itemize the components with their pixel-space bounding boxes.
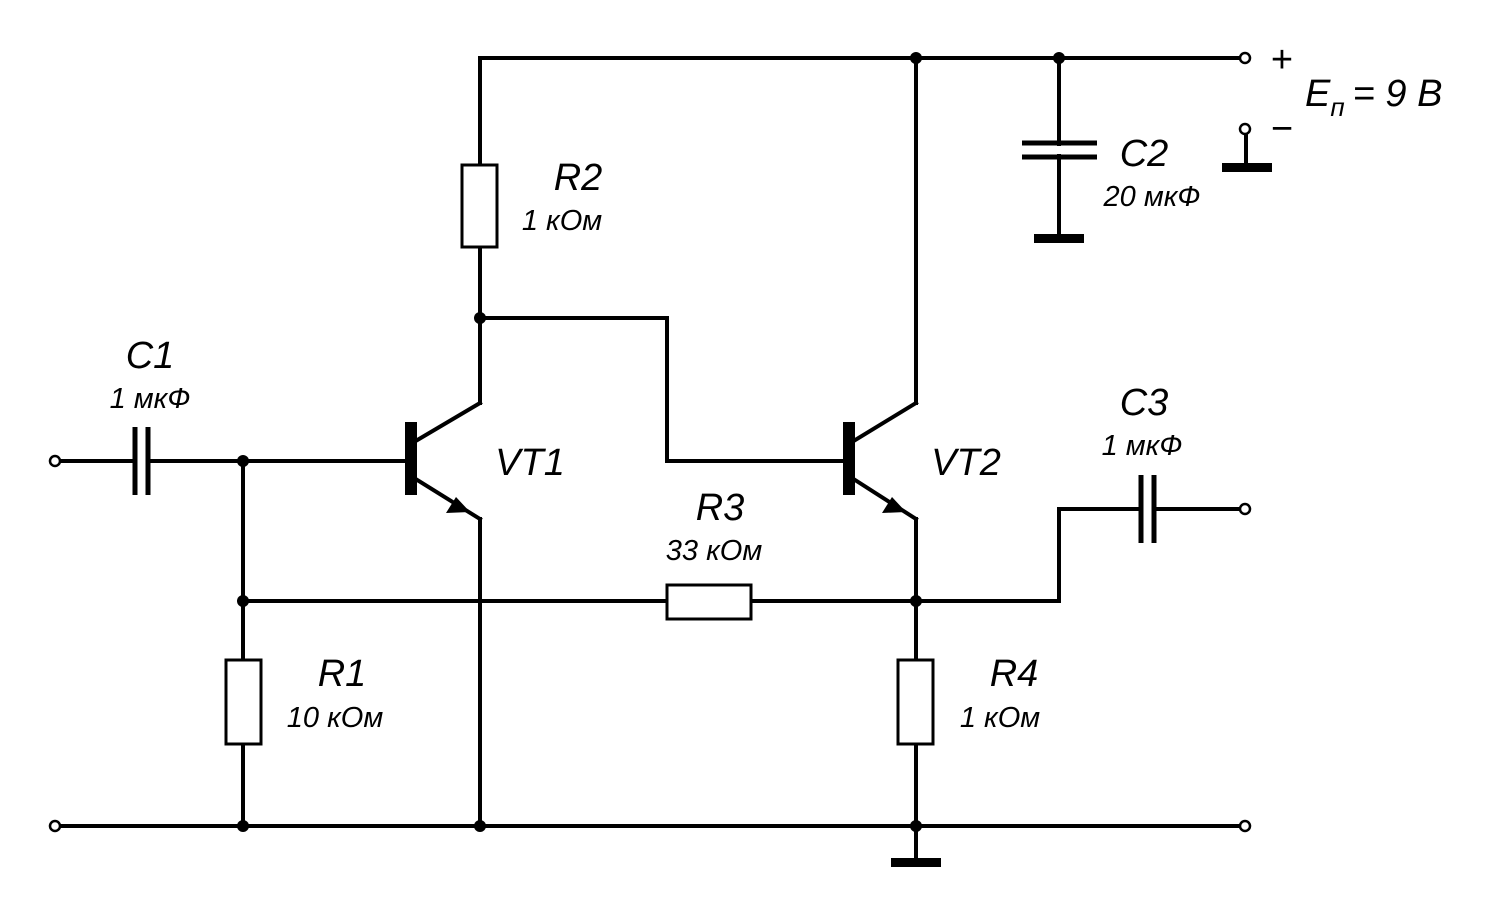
label-r2-name: R2 <box>554 157 603 199</box>
supply-subscript: п <box>1330 92 1344 122</box>
label-r4-name: R4 <box>990 653 1039 695</box>
label-vt2-name: VT2 <box>931 442 1001 484</box>
ground-symbol-supply <box>1222 163 1272 172</box>
vt1-collector-lead <box>411 400 483 445</box>
vt2-base-bar <box>843 422 855 495</box>
capacitor-c2 <box>1022 140 1097 160</box>
supply-value: = 9 В <box>1353 73 1443 115</box>
transistor-vt2 <box>843 400 919 522</box>
label-r2-value: 1 кОм <box>522 205 602 237</box>
wire-supply-rail <box>478 56 1242 167</box>
label-r3-name: R3 <box>696 487 745 529</box>
vt1-emitter-lead <box>411 475 483 522</box>
supply-symbol: E <box>1305 73 1331 115</box>
supply-voltage-label: Eп = 9 В <box>1305 73 1442 122</box>
capacitor-c3 <box>1138 475 1157 543</box>
wire-vt1-collector-to-vt2-base <box>478 316 848 463</box>
terminal-input <box>48 454 62 468</box>
junction-dots <box>237 52 1065 832</box>
ground-symbol-c2 <box>1034 234 1084 243</box>
resistor-r2 <box>460 163 499 249</box>
label-c1-name: C1 <box>126 335 175 377</box>
supply-minus-sign: − <box>1271 108 1293 150</box>
label-r1-value: 10 кОм <box>287 702 384 734</box>
resistor-r4 <box>896 658 935 746</box>
label-r1-name: R1 <box>318 653 367 695</box>
terminal-output <box>1238 502 1252 516</box>
label-c3-value: 1 мкФ <box>1102 430 1183 462</box>
vt2-emitter-arrow <box>882 497 906 513</box>
label-c2-name: C2 <box>1120 133 1169 175</box>
wires <box>58 56 1248 864</box>
wire-feedback-right <box>749 507 1141 603</box>
terminal-supply-minus <box>1238 122 1252 136</box>
vt1-emitter-arrow <box>446 497 470 513</box>
resistor-r1 <box>224 658 263 746</box>
capacitor-c1 <box>132 427 151 495</box>
label-r3-value: 33 кОм <box>666 535 763 567</box>
terminal-ground-left <box>48 819 62 833</box>
label-r4-value: 1 кОм <box>960 702 1040 734</box>
transistor-vt1 <box>405 400 483 522</box>
supply-plus-sign: + <box>1271 39 1293 81</box>
terminal-ground-right <box>1238 819 1252 833</box>
vt2-collector-lead <box>849 400 919 445</box>
label-vt1-name: VT1 <box>495 442 565 484</box>
terminal-supply-plus <box>1238 51 1252 65</box>
label-c1-value: 1 мкФ <box>110 383 191 415</box>
label-c2-value: 20 мкФ <box>1103 181 1201 213</box>
label-c3-name: C3 <box>1120 382 1169 424</box>
vt1-base-bar <box>405 422 417 495</box>
resistor-r3 <box>665 583 753 621</box>
vt2-emitter-lead <box>849 475 919 522</box>
ground-symbol-main <box>891 858 941 867</box>
